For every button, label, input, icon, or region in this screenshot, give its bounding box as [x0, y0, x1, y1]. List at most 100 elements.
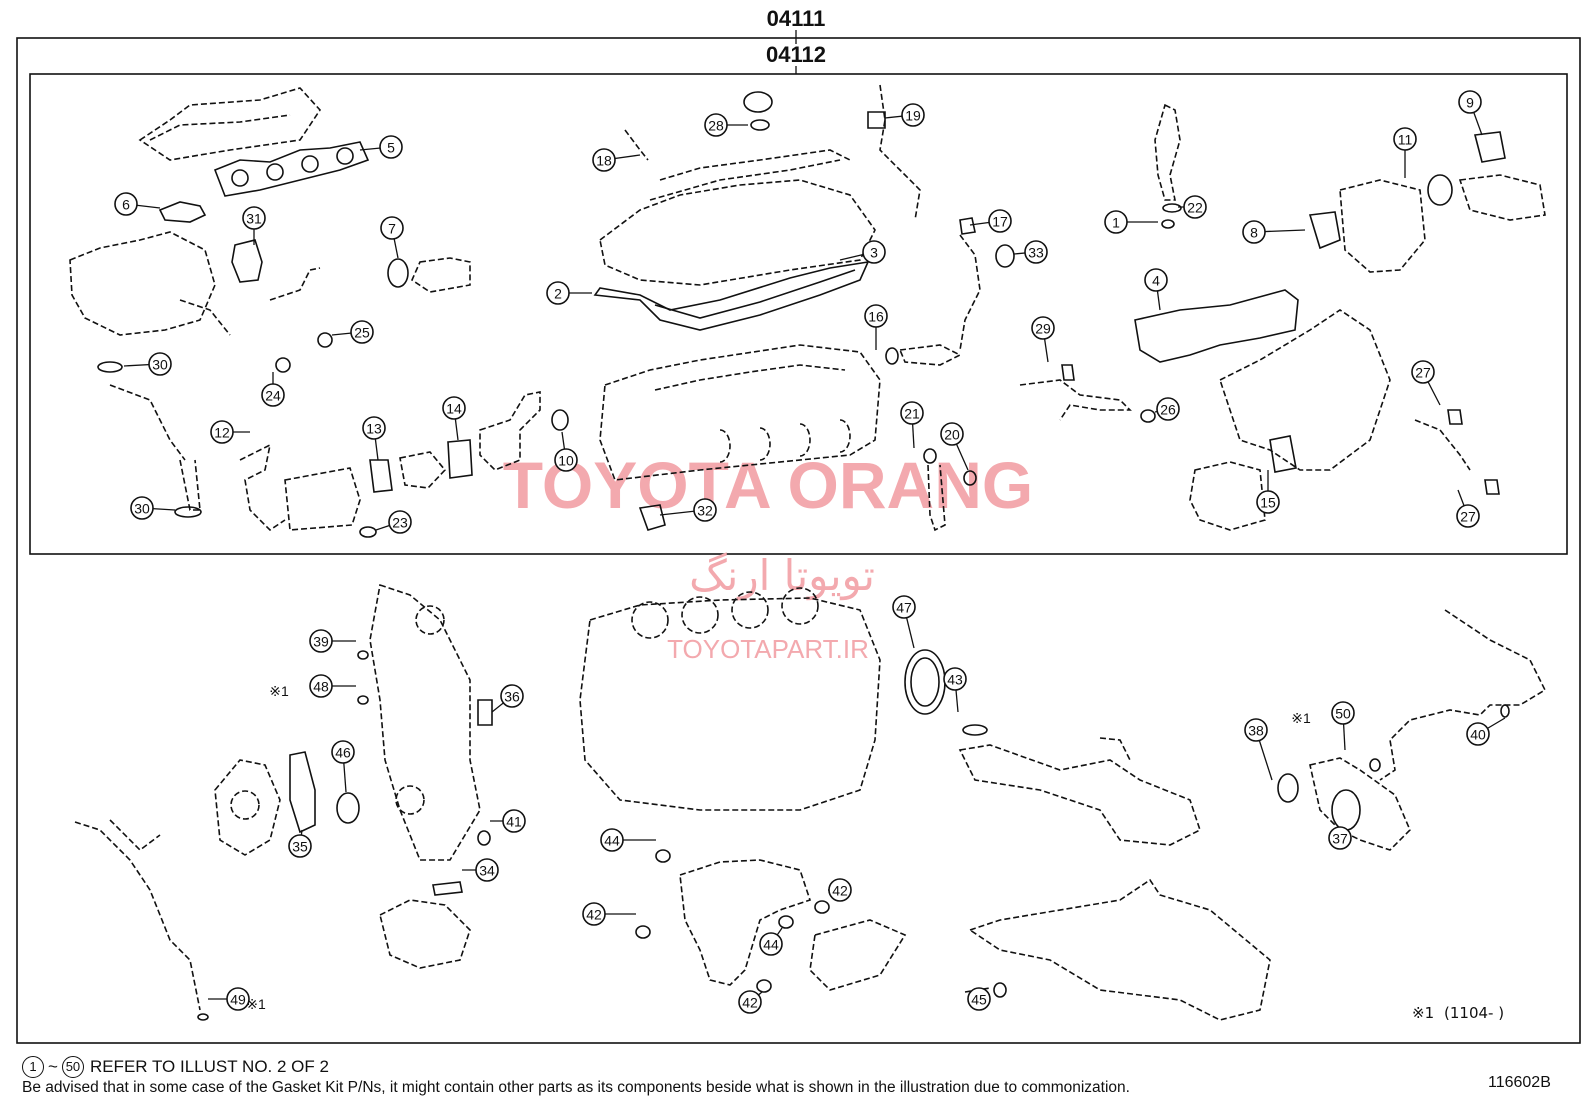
footer-disclaimer: Be advised that in some case of the Gask…	[22, 1079, 1130, 1096]
callout-circle	[500, 684, 524, 708]
callout-number: 3	[870, 245, 878, 261]
callout-circle	[442, 396, 466, 420]
callout-22: 22	[1178, 195, 1207, 219]
callout-23: 23	[375, 510, 412, 534]
callout-3: 3	[839, 240, 886, 264]
callout-number: 40	[1470, 727, 1486, 743]
callout-mark: ※1	[1291, 710, 1311, 726]
callout-number: 44	[763, 937, 779, 953]
callout-circle	[226, 987, 250, 1011]
callout-30: 30	[130, 496, 176, 520]
callout-5: 5	[359, 135, 403, 159]
callout-circle	[862, 240, 886, 264]
refer-start-badge: 1	[22, 1056, 44, 1078]
callout-circle	[592, 148, 616, 172]
callout-circle	[554, 448, 578, 472]
callout-24: 24	[261, 372, 285, 407]
callout-38: 38	[1244, 718, 1273, 781]
callout-circle	[1244, 718, 1268, 742]
callout-42: 42	[582, 902, 636, 926]
watermark-site: TOYOTAPART.IR	[667, 634, 869, 664]
callout-8: 8	[1242, 220, 1306, 244]
callout-number: 35	[292, 839, 308, 855]
callout-number: 2	[554, 286, 562, 302]
callout-number: 8	[1250, 225, 1258, 241]
callout-circle	[1256, 490, 1280, 514]
callout-44: 44	[759, 927, 783, 956]
callout-circle	[331, 740, 355, 764]
callout-number: 38	[1248, 723, 1264, 739]
callout-circle	[350, 320, 374, 344]
callout-number: 43	[947, 672, 963, 688]
callout-circle	[475, 858, 499, 882]
callout-circle	[288, 834, 312, 858]
callout-number: 24	[265, 388, 281, 404]
callout-48: 48※1	[269, 674, 356, 699]
refer-text: REFER TO ILLUST NO. 2 OF 2	[89, 1057, 329, 1076]
callout-circle	[114, 192, 138, 216]
callout-number: 26	[1160, 402, 1176, 418]
callout-36: 36	[491, 684, 524, 713]
callout-number: 22	[1187, 200, 1203, 216]
callout-number: 42	[586, 907, 602, 923]
callout-number: 49	[230, 992, 246, 1008]
callout-41: 41	[490, 809, 526, 833]
callout-7: 7	[380, 216, 404, 259]
callout-circle	[380, 216, 404, 240]
callout-37: 37	[1328, 826, 1352, 850]
callout-number: 32	[697, 503, 713, 519]
callout-number: 27	[1460, 509, 1476, 525]
inner-frame	[29, 73, 1568, 555]
callout-circle	[582, 902, 606, 926]
callout-circle	[546, 281, 570, 305]
callout-circle	[1466, 722, 1490, 746]
callout-17: 17	[969, 209, 1012, 233]
kit-inner-label: 04112	[766, 42, 826, 67]
callout-number: 7	[388, 221, 396, 237]
callout-number: 48	[313, 679, 329, 695]
callout-circle	[1328, 826, 1352, 850]
callout-number: 23	[392, 515, 408, 531]
callout-circle	[388, 510, 412, 534]
callout-circle	[1393, 127, 1417, 151]
callout-47: 47	[892, 595, 916, 649]
watermark-farsi: تویوتا ارنگ	[689, 551, 875, 600]
callout-circle	[1456, 504, 1480, 528]
callout-number: 42	[832, 883, 848, 899]
callout-43: 43	[943, 667, 967, 713]
callout-number: 17	[992, 214, 1008, 230]
callout-16: 16	[864, 304, 888, 350]
callout-circle	[1458, 90, 1482, 114]
callout-circle	[892, 595, 916, 619]
callout-30: 30	[123, 352, 172, 376]
callout-number: 29	[1035, 321, 1051, 337]
callout-number: 27	[1415, 365, 1431, 381]
callout-number: 16	[868, 309, 884, 325]
callout-number: 30	[134, 501, 150, 517]
callout-circle	[943, 667, 967, 691]
footer-refer: 1 ~ 50 REFER TO ILLUST NO. 2 OF 2	[22, 1056, 329, 1078]
note-range: (1104- )	[1444, 1004, 1504, 1022]
callout-9: 9	[1458, 90, 1483, 136]
callout-circle	[693, 498, 717, 522]
callout-44: 44	[600, 828, 656, 852]
callout-27: 27	[1456, 489, 1480, 528]
callout-number: 9	[1466, 95, 1474, 111]
callout-19: 19	[884, 103, 925, 127]
callout-number: 20	[944, 427, 960, 443]
callout-number: 36	[504, 689, 520, 705]
callout-circle	[940, 422, 964, 446]
watermark-brand: TOYOTA ORANG	[503, 448, 1033, 522]
callout-circle	[210, 420, 234, 444]
refer-end-badge: 50	[61, 1056, 84, 1078]
callout-40: 40	[1466, 717, 1506, 746]
callout-42: 42	[828, 878, 852, 902]
callout-11: 11	[1393, 127, 1417, 178]
callout-12: 12	[210, 420, 250, 444]
callout-circle	[242, 206, 266, 230]
callout-number: 37	[1332, 831, 1348, 847]
callout-number: 19	[905, 108, 921, 124]
callout-circle	[828, 878, 852, 902]
callout-circle	[1411, 360, 1435, 384]
